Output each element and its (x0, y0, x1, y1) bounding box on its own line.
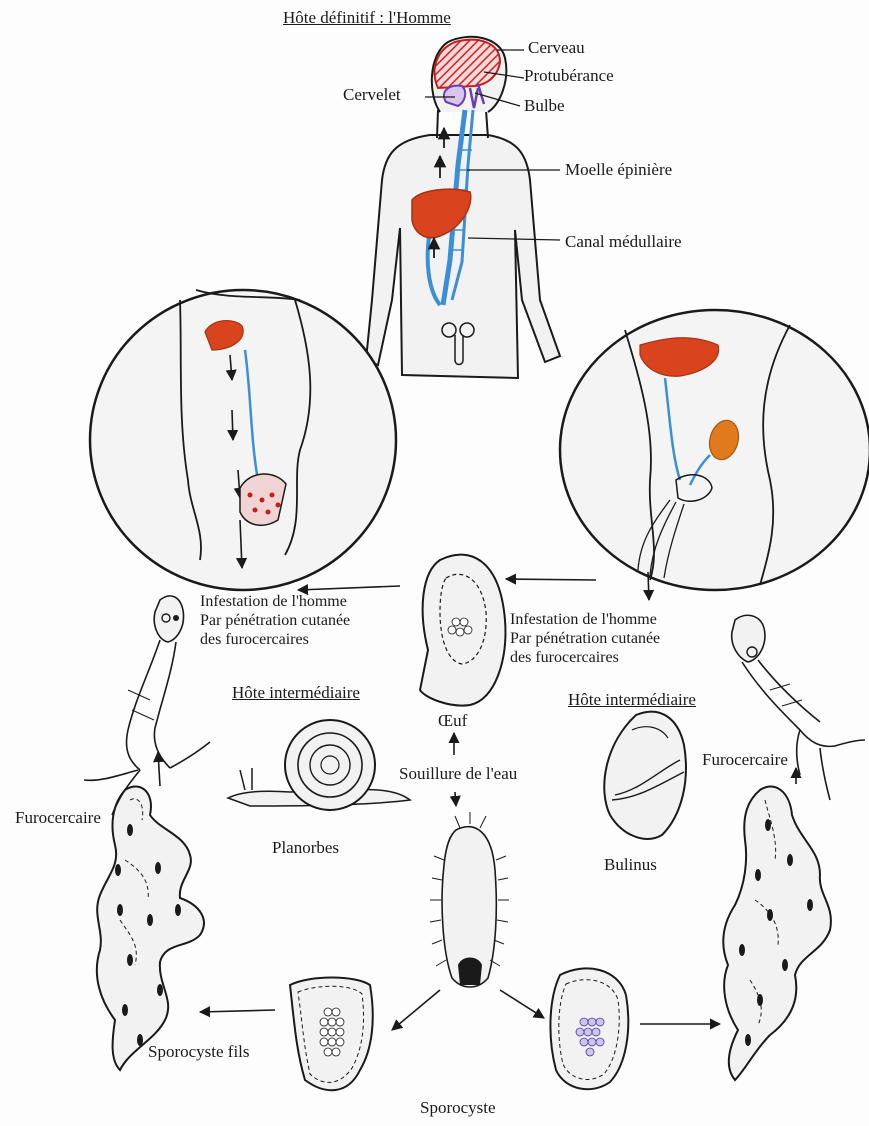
left-infestation-line-2: Par pénétration cutanée (200, 611, 350, 630)
label-souillure-eau: Souillure de l'eau (399, 764, 517, 784)
left-infestation-line-1: Infestation de l'homme (200, 592, 350, 611)
planorbe-snail-drawing (228, 720, 410, 810)
right-furocercaria-drawing (732, 615, 865, 800)
right-infestation-line-2: Par pénétration cutanée (510, 629, 660, 648)
left-infestation-line-3: des furocercaires (200, 630, 350, 649)
label-moelle-epiniere: Moelle épinière (565, 160, 672, 180)
bulinus-snail-drawing (604, 712, 686, 839)
left-daughter-sporocyst-drawing (97, 786, 204, 1070)
right-sporocyst-drawing (550, 968, 628, 1089)
egg-drawing (420, 555, 505, 706)
label-protuberance: Protubérance (524, 66, 614, 86)
definitive-host-title: Hôte définitif : l'Homme (283, 8, 451, 28)
label-planorbes: Planorbes (272, 838, 339, 858)
left-magnified-circle (90, 290, 396, 590)
left-intermediate-host-title: Hôte intermédiaire (232, 683, 360, 703)
left-furocercaria-drawing (84, 596, 210, 815)
label-oeuf: Œuf (438, 711, 467, 731)
right-infestation-label: Infestation de l'homme Par pénétration c… (510, 610, 660, 668)
right-furocercaire-label: Furocercaire (702, 750, 788, 770)
right-intermediate-host-title: Hôte intermédiaire (568, 690, 696, 710)
label-cervelet: Cervelet (343, 85, 401, 105)
right-infestation-line-3: des furocercaires (510, 648, 660, 667)
right-daughter-sporocyst-drawing (723, 786, 831, 1080)
left-furocercaire-label: Furocercaire (15, 808, 101, 828)
left-sporocyst-drawing (290, 978, 373, 1091)
label-canal-medullaire: Canal médullaire (565, 232, 682, 252)
right-infestation-line-1: Infestation de l'homme (510, 610, 660, 629)
label-sporocyste-fils: Sporocyste fils (148, 1042, 250, 1062)
miracidium-drawing (430, 812, 509, 987)
label-sporocyste: Sporocyste (420, 1098, 496, 1118)
label-bulbe: Bulbe (524, 96, 565, 116)
left-infestation-label: Infestation de l'homme Par pénétration c… (200, 592, 350, 650)
label-cerveau: Cerveau (528, 38, 585, 58)
right-magnified-circle (560, 310, 869, 600)
label-bulinus: Bulinus (604, 855, 657, 875)
